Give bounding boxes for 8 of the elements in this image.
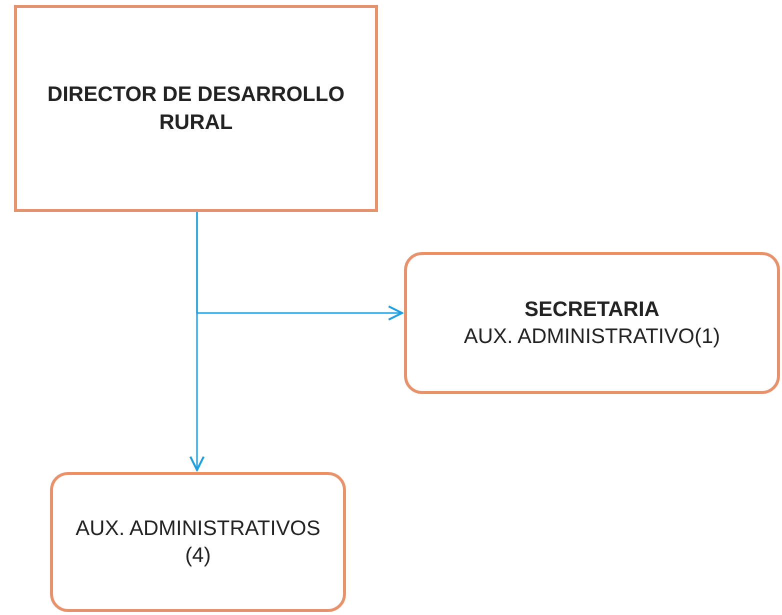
box-title: AUX. ADMINISTRATIVOS (4) bbox=[74, 516, 322, 569]
connector-arrow bbox=[189, 212, 205, 471]
box-title: SECRETARIA bbox=[524, 296, 660, 323]
org-box bbox=[50, 472, 346, 612]
org-box bbox=[404, 252, 780, 394]
box-title: DIRECTOR DE DESARROLLO RURAL bbox=[46, 82, 346, 136]
org-box bbox=[14, 5, 378, 212]
box-text: AUX. ADMINISTRATIVO(1) bbox=[464, 324, 720, 350]
